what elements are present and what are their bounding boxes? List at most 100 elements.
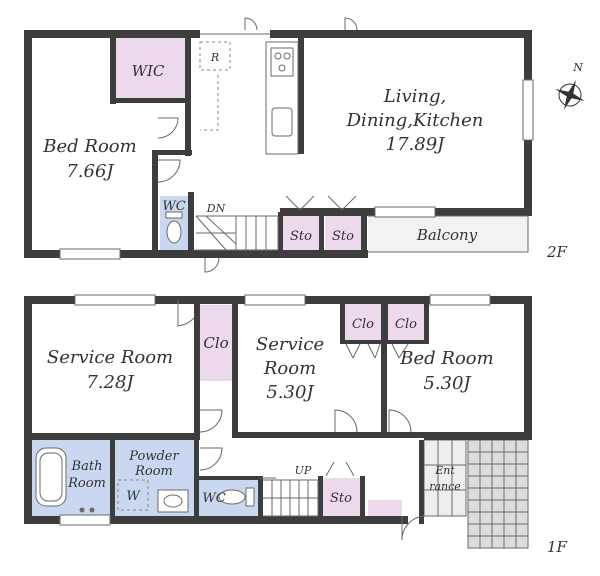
door-sto-1 bbox=[285, 195, 315, 211]
stove-icon bbox=[270, 47, 294, 77]
entrance-floor bbox=[423, 439, 467, 517]
entrance-label-line1: Ent bbox=[434, 464, 455, 477]
faucet-icon bbox=[79, 507, 85, 513]
closet-1-fill bbox=[200, 305, 232, 381]
wall-sto2-right bbox=[361, 212, 367, 258]
stairs-2f-outline bbox=[196, 215, 279, 251]
wall-1f-left bbox=[24, 296, 32, 524]
burner-icon bbox=[278, 64, 286, 72]
window-1f-sr2 bbox=[244, 294, 306, 306]
bedroom-1f-size: 5.30J bbox=[423, 373, 472, 394]
door-wc-2f bbox=[157, 159, 181, 183]
wall-wic-left bbox=[110, 38, 116, 104]
service-room-1-size: 7.28J bbox=[86, 372, 135, 393]
toilet-tank-icon bbox=[165, 211, 183, 219]
basin-icon bbox=[163, 494, 183, 508]
floor-2-plan: WIC R Bed Room 7.66J Living, Dining,Kitc… bbox=[24, 17, 585, 273]
wall-bath-right bbox=[110, 440, 115, 520]
wall-closet3-right bbox=[424, 304, 429, 344]
entrance-porch-tiles bbox=[467, 439, 529, 549]
wc-1f-label: WC bbox=[202, 491, 225, 506]
window-2f-bedroom-bottom bbox=[59, 248, 121, 260]
window-1f-sr1 bbox=[74, 294, 156, 306]
service-room-2-line1: Service bbox=[256, 334, 324, 355]
wall-2f-top bbox=[24, 30, 532, 38]
wall-wic-right bbox=[185, 38, 191, 156]
bath-label-line2: Room bbox=[67, 476, 106, 491]
wall-wic-bottom bbox=[110, 98, 190, 103]
refrigerator-label: R bbox=[210, 51, 219, 64]
bedroom-1f-name: Bed Room bbox=[399, 348, 493, 369]
door-sto-1f bbox=[325, 461, 355, 477]
storage-2f-2-label: Sto bbox=[332, 229, 354, 244]
compass-north-label: N bbox=[572, 61, 583, 74]
burner-icon bbox=[274, 52, 282, 60]
door-2f-top-2 bbox=[344, 17, 358, 31]
bathtub-inner-icon bbox=[39, 452, 63, 502]
ldk-label-line1: Living, bbox=[383, 86, 446, 107]
wall-1f-right bbox=[524, 296, 532, 440]
service-room-2-size: 5.30J bbox=[266, 382, 315, 403]
wall-2f-left bbox=[24, 30, 32, 258]
refrigerator-outline bbox=[199, 41, 231, 71]
storage-1f-fill bbox=[322, 478, 360, 516]
bath-label-line1: Bath bbox=[71, 459, 103, 474]
wall-1f-hall-top bbox=[232, 432, 424, 438]
floor-2-label: 2F bbox=[546, 243, 568, 261]
shoe-cabinet-fill bbox=[368, 500, 402, 516]
stairs-up-label: UP bbox=[295, 464, 312, 477]
wall-sr2-left bbox=[232, 304, 238, 438]
sink-icon bbox=[271, 107, 293, 137]
wall-wc-right bbox=[188, 192, 194, 258]
storage-2f-1-fill bbox=[283, 216, 319, 252]
door-2f-top-1 bbox=[244, 17, 258, 31]
washer-label: W bbox=[126, 489, 141, 504]
wall-sto-1f-right bbox=[360, 476, 365, 520]
bedroom-2f-size: 7.66J bbox=[66, 161, 115, 182]
wall-sto-1f-left bbox=[318, 476, 323, 520]
door-closet-1 bbox=[177, 300, 195, 327]
closet-3-label: Clo bbox=[395, 317, 417, 332]
ldk-size: 17.89J bbox=[386, 134, 447, 155]
door-powder bbox=[199, 447, 223, 471]
ldk-label-line2: Dining,Kitchen bbox=[346, 110, 484, 131]
wall-1f-wet-top bbox=[24, 433, 194, 440]
door-closet-2b bbox=[367, 343, 381, 359]
door-wic bbox=[157, 117, 179, 139]
washer-space-outline bbox=[117, 479, 149, 511]
toilet-icon bbox=[166, 220, 182, 244]
storage-2f-1-label: Sto bbox=[290, 229, 312, 244]
window-2f-balcony bbox=[374, 206, 436, 218]
door-closet-2 bbox=[345, 343, 361, 359]
door-sto-2 bbox=[327, 195, 357, 211]
wall-br-left bbox=[381, 304, 387, 438]
powder-label-line2: Room bbox=[134, 464, 173, 479]
service-room-2-line2: Room bbox=[263, 358, 316, 379]
toilet-1f-tank-icon bbox=[245, 487, 255, 507]
wic-fill bbox=[115, 38, 187, 101]
burner-icon bbox=[283, 52, 291, 60]
door-entrance bbox=[401, 515, 427, 541]
wall-1f-bottom bbox=[24, 516, 408, 524]
wall-sto1-left bbox=[278, 212, 283, 258]
window-1f-br bbox=[429, 294, 491, 306]
closet-3-fill bbox=[388, 304, 424, 340]
storage-1f-label: Sto bbox=[330, 491, 352, 506]
vanity-sink-icon bbox=[157, 489, 189, 513]
wall-closet-divider bbox=[383, 304, 388, 344]
wall-wc-top bbox=[152, 150, 192, 155]
compass-rose-icon bbox=[555, 80, 585, 110]
door-closet-3 bbox=[391, 343, 409, 359]
door-sr2 bbox=[334, 409, 358, 433]
stairs-1f bbox=[263, 479, 319, 517]
stairs-down-label: DN bbox=[206, 202, 226, 215]
wic-label: WIC bbox=[132, 62, 165, 80]
wall-bedroom-right bbox=[152, 150, 158, 258]
wall-sr1-right bbox=[194, 304, 200, 440]
closet-2-fill bbox=[345, 304, 381, 340]
faucet-icon bbox=[89, 507, 95, 513]
door-sr1 bbox=[199, 409, 223, 433]
closet-2-label: Clo bbox=[352, 317, 374, 332]
